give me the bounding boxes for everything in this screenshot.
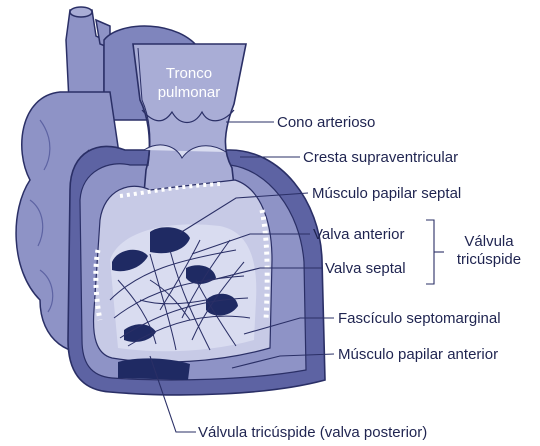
fasciculo-septomarginal-label: Fascículo septomarginal xyxy=(338,310,501,327)
musculo-papilar-septal-label: Músculo papilar septal xyxy=(312,185,461,202)
tronco-label-line1: Tronco xyxy=(166,65,212,82)
cono-arterioso-label: Cono arterioso xyxy=(277,114,375,131)
valva-septal-label: Valva septal xyxy=(325,260,406,277)
cresta-supraventricular-label: Cresta supraventricular xyxy=(303,149,458,166)
valvula-tricuspide-group-line2: tricúspide xyxy=(457,251,521,268)
valva-anterior-label: Valva anterior xyxy=(313,226,404,243)
valvula-tricuspide-posterior-label: Válvula tricúspide (valva posterior) xyxy=(198,424,427,441)
musculo-papilar-anterior-label: Músculo papilar anterior xyxy=(338,346,498,363)
valvula-tricuspide-group-line1: Válvula xyxy=(464,233,514,250)
tronco-label-line2: pulmonar xyxy=(158,84,221,101)
